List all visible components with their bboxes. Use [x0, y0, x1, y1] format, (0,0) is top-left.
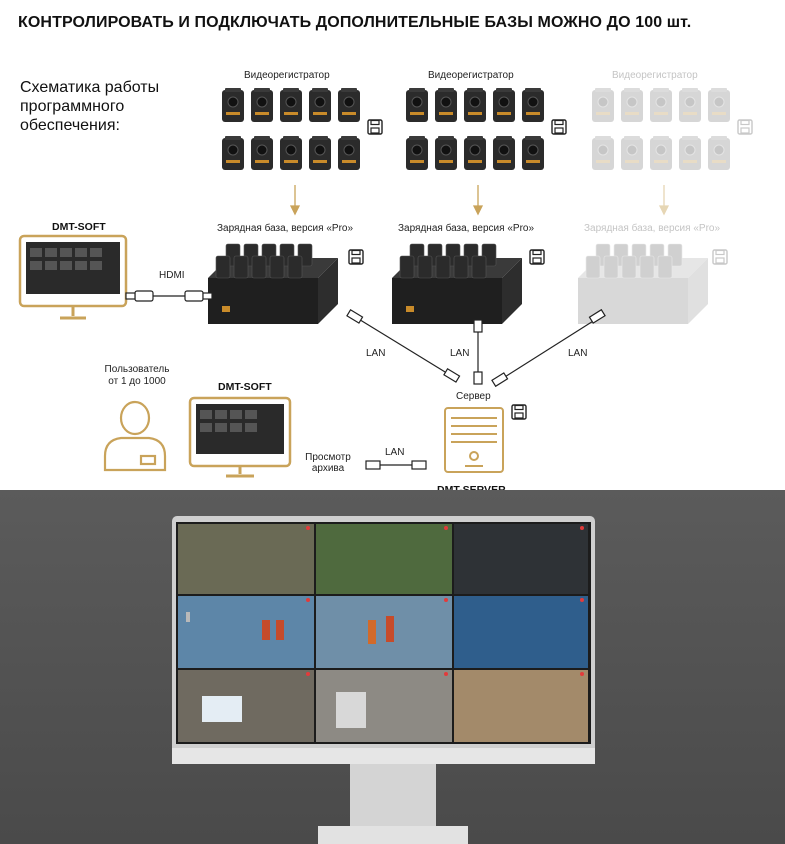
archive-lan-label: LAN	[385, 447, 405, 458]
archive-label-line: Просмотр	[305, 452, 351, 463]
hdmi-cable-icon	[125, 290, 213, 302]
recorder-label-3: Видеорегистратор	[612, 70, 698, 81]
archive-label-line: архива	[311, 463, 345, 474]
server-icon	[444, 407, 504, 473]
user-label: Пользователь от 1 до 1000	[97, 364, 177, 388]
dmt-soft-bottom-label: DMT-SOFT	[218, 381, 272, 393]
user-label-line: от 1 до 1000	[108, 376, 166, 387]
monitor-icon	[188, 396, 292, 478]
floppy-disk-icon	[367, 119, 383, 135]
lan-label-1: LAN	[366, 348, 386, 359]
lan-label-2: LAN	[450, 348, 470, 359]
floppy-disk-icon	[529, 249, 545, 265]
page-title: КОНТРОЛИРОВАТЬ И ПОДКЛЮЧАТЬ ДОПОЛНИТЕЛЬН…	[18, 14, 692, 31]
charging-base-1	[207, 243, 339, 325]
dmt-soft-top-label: DMT-SOFT	[52, 221, 106, 233]
recorder-group-2	[405, 87, 545, 171]
recorder-group-1	[221, 87, 361, 171]
user-label-line: Пользователь	[104, 364, 170, 375]
recorder-label-2: Видеорегистратор	[428, 70, 514, 81]
arrow-down-icon	[658, 185, 670, 216]
schematic-label-line: обеспечения:	[20, 117, 120, 134]
arrow-down-icon	[289, 185, 484, 216]
lan-cable-icon	[365, 460, 427, 470]
floppy-disk-icon	[712, 249, 728, 265]
archive-label: Просмотр архива	[302, 452, 354, 474]
charging-base-label-1: Зарядная база, версия «Pro»	[217, 223, 354, 234]
lan-label-3: LAN	[568, 348, 588, 359]
floppy-disk-icon	[551, 119, 567, 135]
recorder-label-1: Видеорегистратор	[244, 70, 330, 81]
schematic-label-line: программного	[20, 98, 125, 115]
schematic-label: Схематика работы программного обеспечени…	[20, 78, 190, 135]
video-wall-monitor	[172, 516, 595, 764]
monitor-icon	[18, 234, 128, 320]
lan-cable-icon	[346, 308, 606, 388]
schematic-label-line: Схематика работы	[20, 79, 160, 96]
recorder-group-3	[591, 87, 731, 171]
charging-base-label-2: Зарядная база, версия «Pro»	[398, 223, 535, 234]
server-label: Сервер	[456, 391, 491, 402]
user-icon	[103, 400, 167, 472]
charging-base-2	[391, 243, 523, 325]
floppy-disk-icon	[737, 119, 753, 135]
hdmi-label: HDMI	[159, 270, 185, 281]
monitor-stand	[318, 764, 468, 844]
charging-base-label-3: Зарядная база, версия «Pro»	[584, 223, 721, 234]
floppy-disk-icon	[511, 404, 527, 420]
floppy-disk-icon	[348, 249, 364, 265]
